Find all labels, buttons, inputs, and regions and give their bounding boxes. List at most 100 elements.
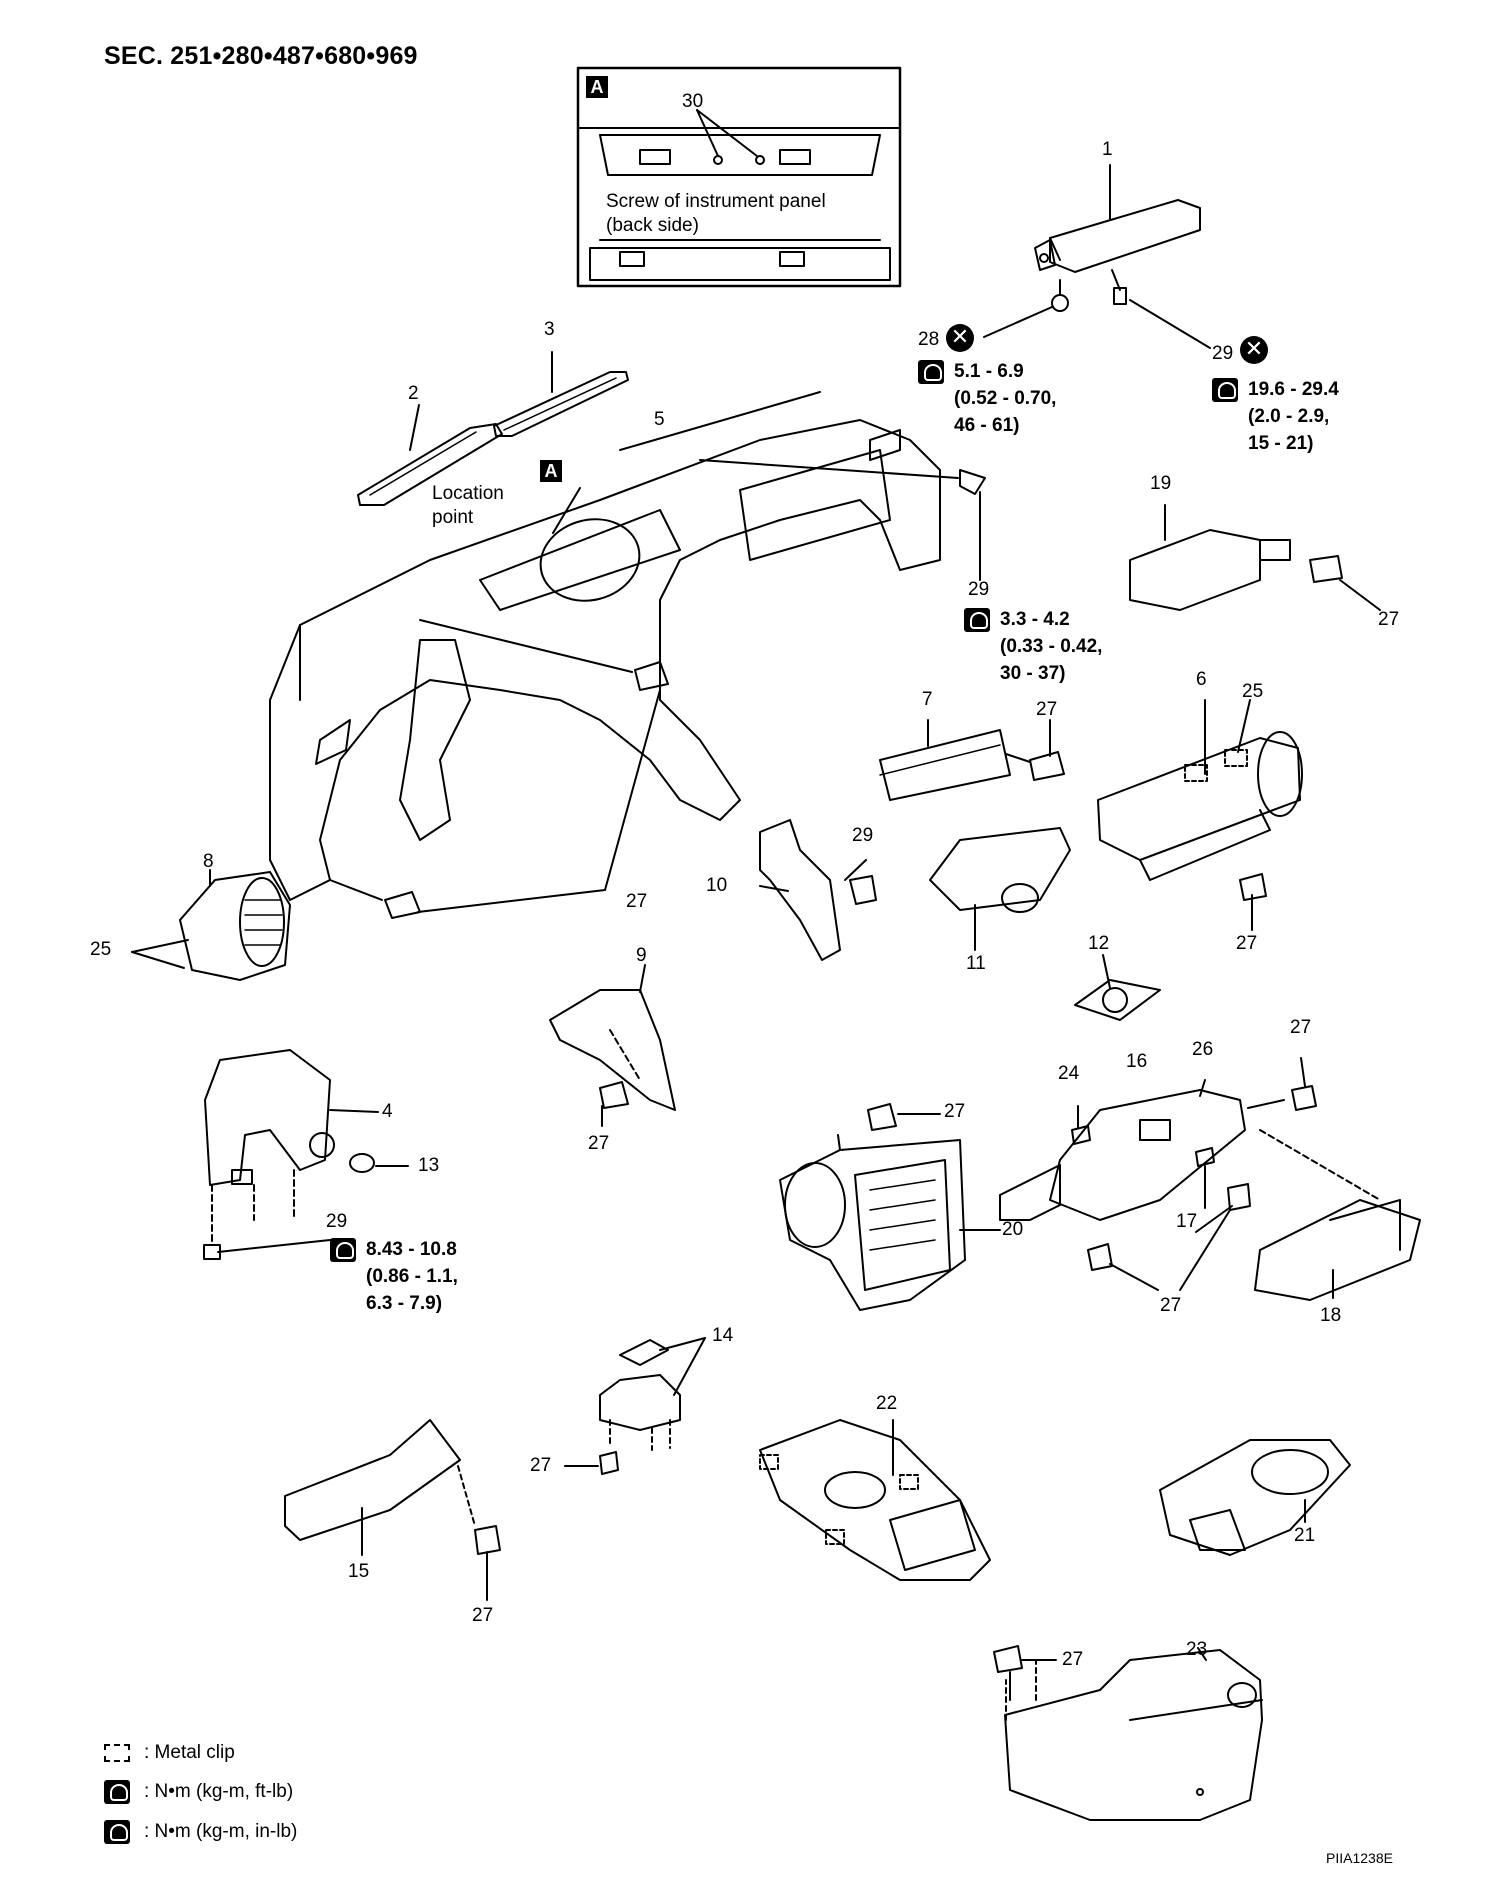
torque-29-4-line1: 8.43 - 10.8 <box>366 1239 457 1260</box>
part-label-29-mid: 29 <box>968 579 990 600</box>
torque-29-mid-line2: (0.33 - 0.42, <box>1000 636 1103 657</box>
part-label-20: 20 <box>1002 1219 1024 1240</box>
part-label-29-10: 29 <box>852 825 874 846</box>
part-label-28: 28 <box>918 329 940 350</box>
part-label-13: 13 <box>418 1155 440 1176</box>
part-label-27-7: 27 <box>1036 699 1058 720</box>
torque-29-mid-line1: 3.3 - 4.2 <box>1000 609 1070 630</box>
part-label-5: 5 <box>654 409 665 430</box>
part-label-17: 17 <box>1176 1211 1198 1232</box>
part-6-vent-assembly <box>1097 731 1303 881</box>
section-title: SEC. 251•280•487•680•969 <box>104 42 418 70</box>
part-label-1: 1 <box>1102 139 1113 160</box>
part-label-27-6: 27 <box>1236 933 1258 954</box>
legend-ft-lb-text: : N•m (kg-m, ft-lb) <box>144 1781 294 1803</box>
location-point-label-1: Location <box>432 483 504 504</box>
metal-clip-icon <box>104 1743 130 1762</box>
part-14-bracket <box>619 1339 669 1366</box>
part-18-glove-box <box>1254 1199 1421 1301</box>
part-8-side-vent <box>179 871 291 981</box>
part-label-23: 23 <box>1186 1639 1208 1660</box>
part-9-cover <box>549 989 676 1111</box>
part-12-clock <box>1074 979 1161 1021</box>
part-16-lower-panel <box>999 1089 1246 1221</box>
figure-code: PIIA1238E <box>1326 1850 1393 1866</box>
part-5-instrument-panel <box>269 391 941 901</box>
part-label-6: 6 <box>1196 669 1207 690</box>
part-23-console-box <box>1004 1649 1263 1821</box>
torque-29-top-line3: 15 - 21) <box>1248 433 1314 454</box>
location-a-badge: A <box>540 460 562 482</box>
inset-caption-2: (back side) <box>606 215 699 236</box>
part-label-22: 22 <box>876 1393 898 1414</box>
part-2-defroster-grille <box>357 423 503 506</box>
part-label-2: 2 <box>408 383 419 404</box>
part-label-27-23: 27 <box>1062 1649 1084 1670</box>
legend-ft-lb: : N•m (kg-m, ft-lb) <box>104 1780 293 1804</box>
torque-wrench-icon <box>1212 378 1238 402</box>
part-label-19: 19 <box>1150 473 1172 494</box>
part-15-lower-cover <box>284 1419 461 1541</box>
part-11-cluster-lid <box>929 827 1071 911</box>
torque-wrench-icon <box>964 608 990 632</box>
inset-a-badge: A <box>586 76 608 98</box>
part-label-4: 4 <box>382 1101 393 1122</box>
part-10-bracket <box>759 819 841 961</box>
part-7-center-vent <box>879 729 1011 801</box>
part-label-21: 21 <box>1294 1525 1316 1546</box>
part-label-9: 9 <box>636 945 647 966</box>
torque-wrench-icon <box>104 1820 130 1844</box>
torque-29-4-line2: (0.86 - 1.1, <box>366 1266 458 1287</box>
part-label-11: 11 <box>966 953 986 974</box>
part-label-10: 10 <box>706 875 728 896</box>
part-label-27-14: 27 <box>530 1455 552 1476</box>
part-22-console-finisher <box>759 1419 991 1581</box>
torque-28-line3: 46 - 61) <box>954 415 1020 436</box>
part-label-25-6: 25 <box>1242 681 1264 702</box>
part-21-cup-holder <box>1159 1439 1351 1556</box>
torque-29-4-line3: 6.3 - 7.9) <box>366 1293 443 1314</box>
legend-metal-clip: : Metal clip <box>104 1742 235 1764</box>
part-label-24: 24 <box>1058 1063 1080 1084</box>
torque-wrench-icon <box>918 360 944 384</box>
torque-wrench-icon <box>104 1780 130 1804</box>
part-1-airbag <box>1034 164 1201 273</box>
part-label-29-top: 29 <box>1212 343 1234 364</box>
part-label-12: 12 <box>1088 933 1110 954</box>
part-3-defroster-grille <box>493 371 629 437</box>
part-label-27-top16: 27 <box>1290 1017 1312 1038</box>
part-label-8: 8 <box>203 851 214 872</box>
part-19-module <box>1129 529 1261 611</box>
part-label-27-dash: 27 <box>626 891 648 912</box>
torque-28-line1: 5.1 - 6.9 <box>954 361 1024 382</box>
part-label-27-15: 27 <box>472 1605 494 1626</box>
part-label-25-8: 25 <box>90 939 112 960</box>
torque-spec-29-top: 19.6 - 29.4 (2.0 - 2.9, 15 - 21) <box>1212 376 1339 457</box>
inset-caption-1: Screw of instrument panel <box>606 191 826 212</box>
inset-a-frame <box>576 66 902 288</box>
part-label-15: 15 <box>348 1561 370 1582</box>
location-point-label-2: point <box>432 507 474 528</box>
part-label-26: 26 <box>1192 1039 1214 1060</box>
torque-spec-28: 5.1 - 6.9 (0.52 - 0.70, 46 - 61) <box>918 358 1056 439</box>
part-label-27-bot16: 27 <box>1160 1295 1182 1316</box>
legend-metal-clip-text: : Metal clip <box>144 1742 235 1763</box>
legend-in-lb: : N•m (kg-m, in-lb) <box>104 1820 297 1844</box>
part-20-center-cluster <box>779 1139 966 1311</box>
torque-28-line2: (0.52 - 0.70, <box>954 388 1057 409</box>
torque-wrench-icon <box>330 1238 356 1262</box>
part-label-3: 3 <box>544 319 555 340</box>
do-not-reuse-icon: ✕ <box>1240 336 1268 364</box>
part-label-29-4: 29 <box>326 1211 348 1232</box>
part-label-16: 16 <box>1126 1051 1148 1072</box>
torque-spec-29-4: 8.43 - 10.8 (0.86 - 1.1, 6.3 - 7.9) <box>330 1236 458 1317</box>
legend-in-lb-text: : N•m (kg-m, in-lb) <box>144 1821 298 1843</box>
part-label-27-9: 27 <box>588 1133 610 1154</box>
do-not-reuse-icon: ✕ <box>946 324 974 352</box>
part-4-cluster-hood <box>204 1049 335 1186</box>
part-label-27-20: 27 <box>944 1101 966 1122</box>
torque-29-mid-line3: 30 - 37) <box>1000 663 1066 684</box>
part-label-27-19: 27 <box>1378 609 1400 630</box>
torque-29-top-line1: 19.6 - 29.4 <box>1248 379 1339 400</box>
